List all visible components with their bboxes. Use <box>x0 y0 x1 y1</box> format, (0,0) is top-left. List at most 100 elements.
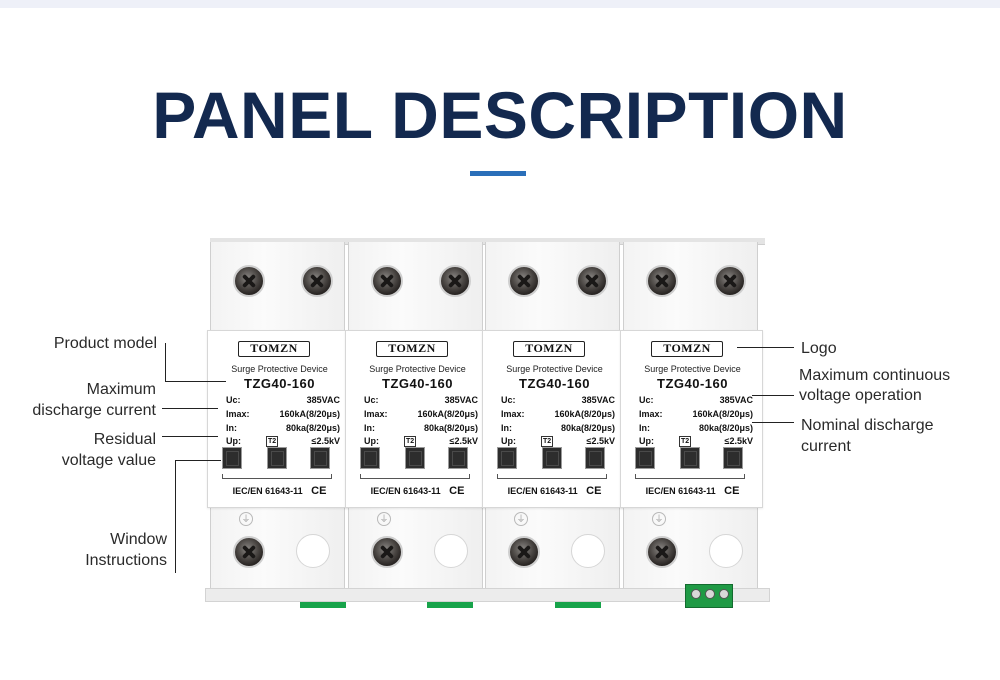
spec-value: 160kA(8/20μs) <box>417 409 478 419</box>
spec-key: Up: <box>364 436 379 446</box>
spec-value: ≤2.5kV <box>449 436 478 446</box>
spec-value: 160kA(8/20μs) <box>279 409 340 419</box>
spec-key: Imax: <box>639 409 663 419</box>
terminal-screw-icon <box>646 265 678 297</box>
top-strip <box>0 0 1000 8</box>
terminal-screw-icon <box>646 536 678 568</box>
certification-line: IEC/EN 61643-11 CE <box>208 485 351 497</box>
module-faceplate: TOMZN Surge Protective Device TZG40-160 … <box>482 330 625 508</box>
terminal-screw-icon <box>439 265 471 297</box>
empty-terminal-hole <box>296 534 330 568</box>
brand-logo: TOMZN <box>651 341 723 357</box>
spec-value: 385VAC <box>719 395 753 405</box>
standard-text: IEC/EN 61643-11 <box>645 486 716 496</box>
spec-key: Imax: <box>364 409 388 419</box>
label-nominal-1: Nominal discharge <box>801 417 934 434</box>
pointer-window <box>175 460 221 461</box>
empty-terminal-hole <box>709 534 743 568</box>
pointer-logo <box>737 347 794 348</box>
ce-mark: CE <box>586 485 602 497</box>
product-model: TZG40-160 <box>382 376 453 391</box>
pointer-residual <box>162 436 218 437</box>
brand-logo: TOMZN <box>238 341 310 357</box>
label-window-2: Instructions <box>85 552 167 569</box>
spec-key: In: <box>639 423 650 433</box>
status-window <box>680 447 700 469</box>
spec-key: Uc: <box>364 395 379 405</box>
din-rail-bottom <box>205 588 770 602</box>
spec-key: Up: <box>501 436 516 446</box>
label-residual-1: Residual <box>93 431 156 448</box>
window-bracket <box>360 474 470 479</box>
spec-key: In: <box>226 423 237 433</box>
standard-text: IEC/EN 61643-11 <box>507 486 578 496</box>
spec-value: 80ka(8/20μs) <box>285 423 340 433</box>
pointer-max-discharge <box>162 408 218 409</box>
class-badge: T2 <box>266 436 279 447</box>
ce-mark: CE <box>311 485 327 497</box>
terminal-screw <box>719 589 729 599</box>
terminal-screw <box>705 589 715 599</box>
label-max-continuous-2: voltage operation <box>799 387 922 404</box>
module-faceplate: TOMZN Surge Protective Device TZG40-160 … <box>207 330 350 508</box>
pointer-product-model <box>165 381 226 382</box>
terminal-screw-icon <box>301 265 333 297</box>
status-window <box>405 447 425 469</box>
device-subtitle: Surge Protective Device <box>369 364 466 374</box>
status-window <box>723 447 743 469</box>
class-badge: T2 <box>404 436 417 447</box>
ce-mark: CE <box>449 485 465 497</box>
terminal-screw-icon <box>714 265 746 297</box>
page-title: PANEL DESCRIPTION <box>152 78 848 152</box>
spec-key: Imax: <box>501 409 525 419</box>
earth-icon: ⏚ <box>514 512 528 526</box>
device-subtitle: Surge Protective Device <box>506 364 603 374</box>
certification-line: IEC/EN 61643-11 CE <box>621 485 764 497</box>
surge-protective-device: TOMZN Surge Protective Device TZG40-160 … <box>205 238 770 618</box>
status-window <box>542 447 562 469</box>
label-max-discharge-1: Maximum <box>86 381 156 398</box>
title-underline <box>470 171 526 176</box>
din-clip <box>300 602 346 608</box>
status-window <box>497 447 517 469</box>
spd-module: TOMZN Surge Protective Device TZG40-160 … <box>482 242 625 588</box>
earth-icon: ⏚ <box>377 512 391 526</box>
spec-value: 385VAC <box>444 395 478 405</box>
empty-terminal-hole <box>434 534 468 568</box>
empty-terminal-hole <box>571 534 605 568</box>
spec-key: Uc: <box>501 395 516 405</box>
status-window <box>635 447 655 469</box>
spec-key: Up: <box>226 436 241 446</box>
spec-value: 80ka(8/20μs) <box>423 423 478 433</box>
spec-value: 385VAC <box>581 395 615 405</box>
certification-line: IEC/EN 61643-11 CE <box>483 485 626 497</box>
class-badge: T2 <box>679 436 692 447</box>
window-bracket <box>635 474 745 479</box>
label-nominal-2: current <box>801 438 851 455</box>
pointer-nominal <box>752 422 794 423</box>
spec-key: In: <box>364 423 375 433</box>
window-bracket <box>222 474 332 479</box>
spd-module: TOMZN Surge Protective Device TZG40-160 … <box>207 242 350 588</box>
label-max-continuous-1: Maximum continuous <box>799 367 951 384</box>
status-window <box>585 447 605 469</box>
terminal-screw-icon <box>371 536 403 568</box>
product-model: TZG40-160 <box>657 376 728 391</box>
device-subtitle: Surge Protective Device <box>644 364 741 374</box>
module-faceplate: TOMZN Surge Protective Device TZG40-160 … <box>345 330 488 508</box>
status-window <box>267 447 287 469</box>
earth-icon: ⏚ <box>652 512 666 526</box>
terminal-screw <box>691 589 701 599</box>
pointer-max-continuous <box>752 395 794 396</box>
terminal-screw-icon <box>508 265 540 297</box>
device-subtitle: Surge Protective Device <box>231 364 328 374</box>
standard-text: IEC/EN 61643-11 <box>232 486 303 496</box>
class-badge: T2 <box>541 436 554 447</box>
label-window-1: Window <box>110 531 167 548</box>
spd-module: TOMZN Surge Protective Device TZG40-160 … <box>620 242 763 588</box>
brand-logo: TOMZN <box>513 341 585 357</box>
label-residual-2: voltage value <box>61 452 156 469</box>
product-model: TZG40-160 <box>519 376 590 391</box>
label-product-model: Product model <box>53 335 157 352</box>
pointer-window <box>175 460 176 573</box>
